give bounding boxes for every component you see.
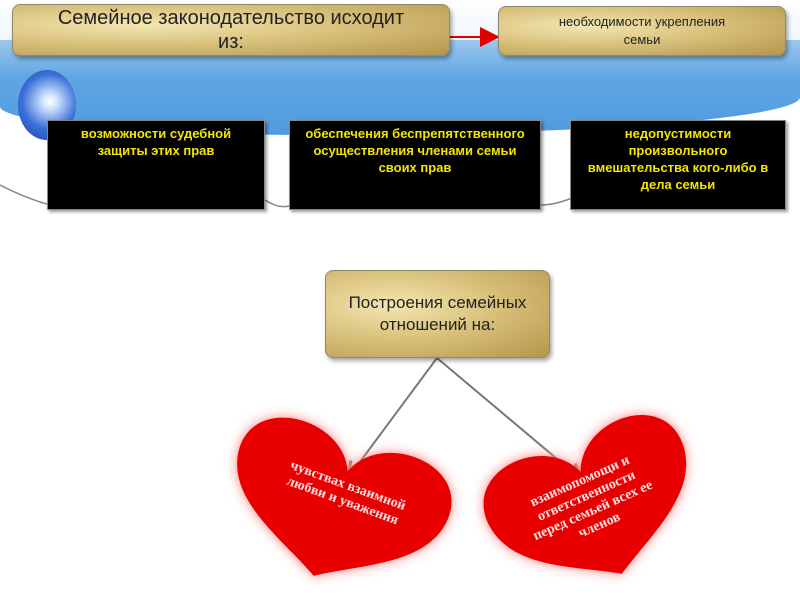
principle-text: обеспечения беспрепятственного осуществл… [305,126,525,175]
principle-text: возможности судебной защиты этих прав [80,126,232,158]
title-box: Семейное законодательство исходит из: [12,4,450,56]
target-text: необходимости укрепления семьи [558,14,726,47]
target-box: необходимости укрепления семьи [498,6,786,56]
heart-right-shape [483,414,686,574]
principle-text: недопустимости произвольного вмешательст… [587,126,769,192]
heart-left-shape [237,417,452,576]
arrow-left [348,357,438,478]
relations-text: Построения семейных отношений на: [348,293,527,334]
principle-box-2: обеспечения беспрепятственного осуществл… [289,120,541,210]
relations-box: Построения семейных отношений на: [325,270,550,358]
principle-box-3: недопустимости произвольного вмешательст… [570,120,786,210]
principle-box-1: возможности судебной защиты этих прав [47,120,265,210]
title-text: Семейное законодательство исходит из: [57,7,405,53]
